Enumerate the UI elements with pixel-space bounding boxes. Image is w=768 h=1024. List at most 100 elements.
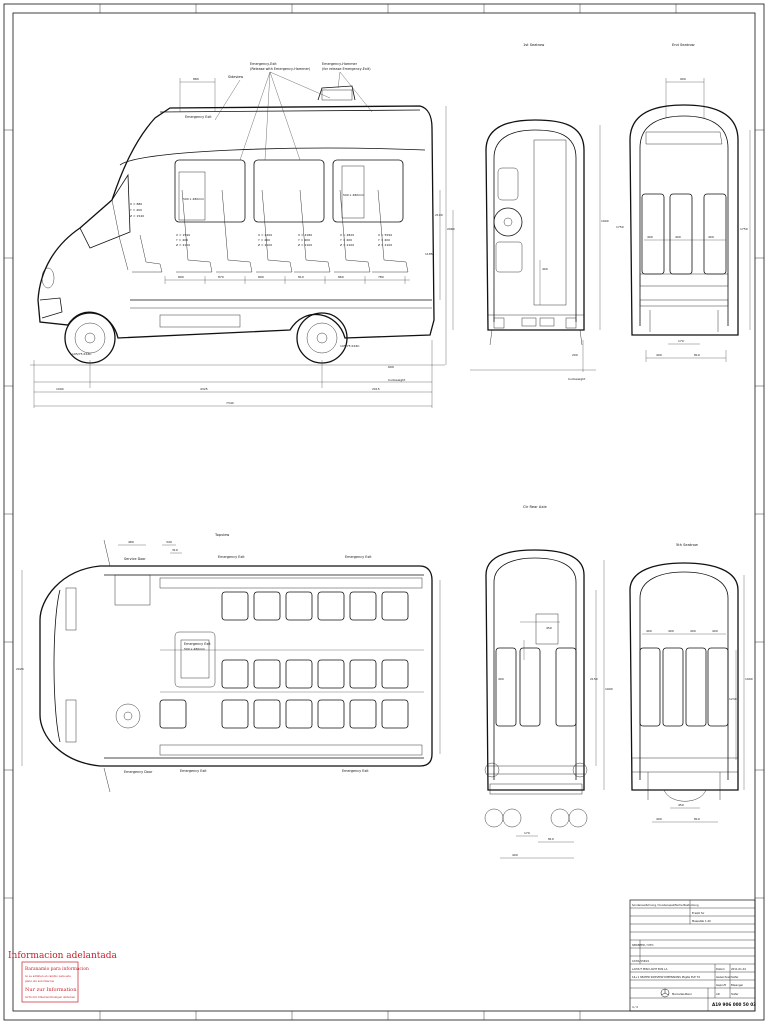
tb-date: 2011-01-01 [731,967,746,971]
end-seatrow-title: End Seatrow [672,43,695,47]
door-width-dim: 480 [128,540,134,544]
coord-4-y: Y = 400 [298,238,310,242]
top-width-dim: 2020 [16,667,24,671]
seat-pitch-5: 860 [338,275,344,279]
tb-cx: CATIA V5R19 [632,959,649,963]
coord-4-x: X = 4180 [298,233,312,237]
fifth-b1: 400 [656,817,662,821]
rear-top-dim: 450 [546,626,552,630]
fifth-w4: 400 [712,629,718,633]
tb-sheet: 4 / 4 [632,1005,638,1009]
end-seat-w3: 400 [708,235,714,239]
coord-4-z: Z = 2100 [298,243,312,247]
window-width-dim: 880 [193,77,199,81]
coord-6-y: Y = 400 [378,238,390,242]
side-view: 890 870 890 810 860 780 X = 880 Y = 400 … [30,62,455,408]
end-height-dim: 1750 [740,227,748,231]
first-seatrow-view: 1st Seatrow 1900 400 200 Curbweight [470,43,609,381]
fifth-w3: 400 [690,629,696,633]
tb-index: AD [716,992,720,996]
rear-axle-title: Ctr Rear Axle [523,505,547,509]
window-box-1: 500 x 480mm [183,197,204,201]
rear-dim: 699 [388,365,394,369]
seat-pitch-1: 890 [178,275,184,279]
fifth-b3: 450 [678,803,684,807]
side-emergency-exit-label: Emergency Exit [185,115,212,119]
top-emergency-exit-2: Emergency Exit [345,555,372,559]
seat-pitch-3: 890 [258,275,264,279]
tb-ersatz: Ersatz fur [692,911,705,915]
door-gap-dim: 349 [166,540,172,544]
height-total-dim: 2960 [447,227,455,231]
top-view: Topview [16,533,441,793]
rear-bottom-2: 810 [548,837,554,841]
tb-drawing-number: A19 906 000 50 03 [712,1002,756,1007]
fifth-seatrow-title: 5th Seatrow [676,543,698,547]
front-overhang-dim: 1094 [56,387,64,391]
door-3-dim: 310 [172,548,178,552]
tb-name1: hlafer [731,992,739,996]
fifth-w1: 400 [646,629,652,633]
first-curbweight: Curbweight [568,377,586,381]
top-emergency-exit-1: Emergency Exit [218,555,245,559]
first-floor-dim: 200 [572,353,578,357]
seat-pitch-6: 780 [378,275,384,279]
coord-2-z: Z = 2100 [176,243,190,247]
coord-1-z: Z = 1540 [130,214,144,218]
tb-company: Mercedes-Benz [672,992,692,996]
end-bottom-2: 810 [694,353,700,357]
stamp-line-1: Informacion adelantada [8,951,118,961]
window-box-2: 500 x 480mm [343,193,364,197]
title-block: Sonderausfuhrung / Kundenspezifische Bes… [629,899,756,1012]
coord-5-z: Z = 2100 [340,243,354,247]
top-emergency-exit-label: Emergency-Exit [250,62,277,66]
end-seat-w2: 400 [675,235,681,239]
tb-massstab: Massstab 1:20 [692,919,711,923]
stamp-line-6: nicht mit Unterzeichnungen umhoben [25,995,75,999]
stamp-line-3: no se admiten en cambio para este [25,974,71,978]
coord-1-y: Y = 400 [130,208,142,212]
service-door-label: Service Door [124,557,146,561]
curbweight-label: Curbweight [388,378,406,382]
height-2-dim: 2100 [435,213,443,217]
end-floor-dim: 1750 [616,225,624,229]
overall-length-dim: 7344 [226,401,234,405]
emergency-door-label: Emergency Door [124,770,153,774]
rear-bottom-3: 400 [512,853,518,857]
tb-title-2: 16+1 SEATER SIDEVIEW DIMENSIONS MAJAG EL… [632,975,700,979]
coord-2-y: Y = 400 [176,238,188,242]
tb-drawn-label: Gezeichnet [716,975,731,979]
top-exit-box: 500 x 480mm [184,647,205,651]
emergency-hammer-label: Emergency-Hammer [322,62,358,66]
tb-drawn: hlafer [731,975,739,979]
coord-5-y: Y = 400 [340,238,352,242]
end-top-dim: 900 [680,77,686,81]
top-emergency-exit-4: Emergency Exit [342,769,369,773]
end-seat-w1: 400 [647,235,653,239]
fifth-b2: 810 [694,817,700,821]
fifth-h1: 1900 [745,677,753,681]
sideview-label: Sideview [228,75,243,79]
end-bottom-3: 170 [678,339,684,343]
mercedes-star-icon [660,988,670,998]
hammer-note: (for release Emergency-Exit) [322,67,371,71]
rear-h1-dim: 1900 [605,687,613,691]
rear-tire-label: 195/75 R16C [340,344,360,348]
seat-pitch-2: 870 [218,275,224,279]
stamp-line-2: Baranamio para informacion [25,967,89,972]
coord-3-y: Y = 400 [258,238,270,242]
front-tire-label: 195/75 R16C [72,352,92,356]
rear-overhang-dim: 2015 [372,387,380,391]
fifth-seatrow-view: 5th Seatrow 400 400 400 400 1900 1230 40… [629,543,753,823]
coord-3-z: Z = 2100 [258,243,272,247]
top-emergency-exit-3: Emergency Exit [180,769,207,773]
coord-1-x: X = 880 [130,202,142,206]
first-height-dim: 1900 [601,219,609,223]
height-3-dim: 1185 [425,252,433,256]
coord-6-z: Z = 2100 [378,243,392,247]
information-stamp: Informacion adelantada Baranamio para in… [8,951,118,1003]
end-bottom-1: 400 [656,353,662,357]
coord-5-x: X = 4820 [340,233,354,237]
rear-bottom-1: 170 [524,831,530,835]
